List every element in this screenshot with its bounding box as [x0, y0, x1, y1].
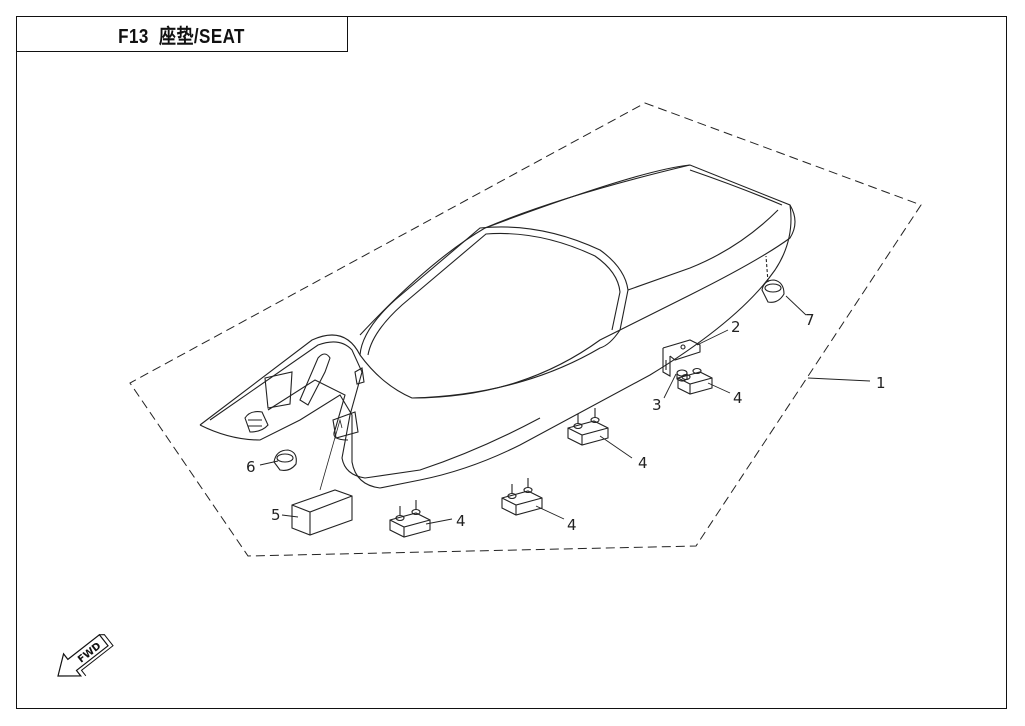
title-name-cn: 座垫 [159, 25, 195, 48]
callout-7: 7 [805, 311, 815, 329]
part-6-rubber-bumper [273, 449, 297, 471]
callout-3: 3 [652, 396, 662, 414]
drawing-frame [16, 16, 1007, 709]
part-7-rubber-bumper [761, 255, 785, 303]
assembly-boundary [129, 102, 922, 557]
part-5-foam-block [291, 411, 359, 536]
callout-4: 4 [456, 512, 466, 530]
page-title: F13 座垫/SEAT [119, 20, 246, 49]
title-code: F13 [118, 25, 150, 48]
leader-lines [259, 295, 871, 525]
part-4-damper-a [677, 367, 713, 395]
title-block: F13 座垫/SEAT [16, 16, 348, 52]
callout-4: 4 [733, 389, 743, 407]
part-4-damper-b [567, 408, 609, 446]
part-4-damper-c [501, 478, 543, 516]
callout-5: 5 [271, 506, 281, 524]
callout-4: 4 [567, 516, 577, 534]
callout-6: 6 [246, 458, 256, 476]
seat-assembly [199, 164, 796, 489]
part-4-damper-d [389, 500, 431, 538]
forward-arrow-icon: FWD [57, 633, 114, 677]
callout-1: 1 [876, 374, 886, 392]
callout-4: 4 [638, 454, 648, 472]
title-name-en: /SEAT [194, 25, 246, 48]
callout-2: 2 [731, 318, 741, 336]
part-2-bracket [662, 339, 701, 377]
